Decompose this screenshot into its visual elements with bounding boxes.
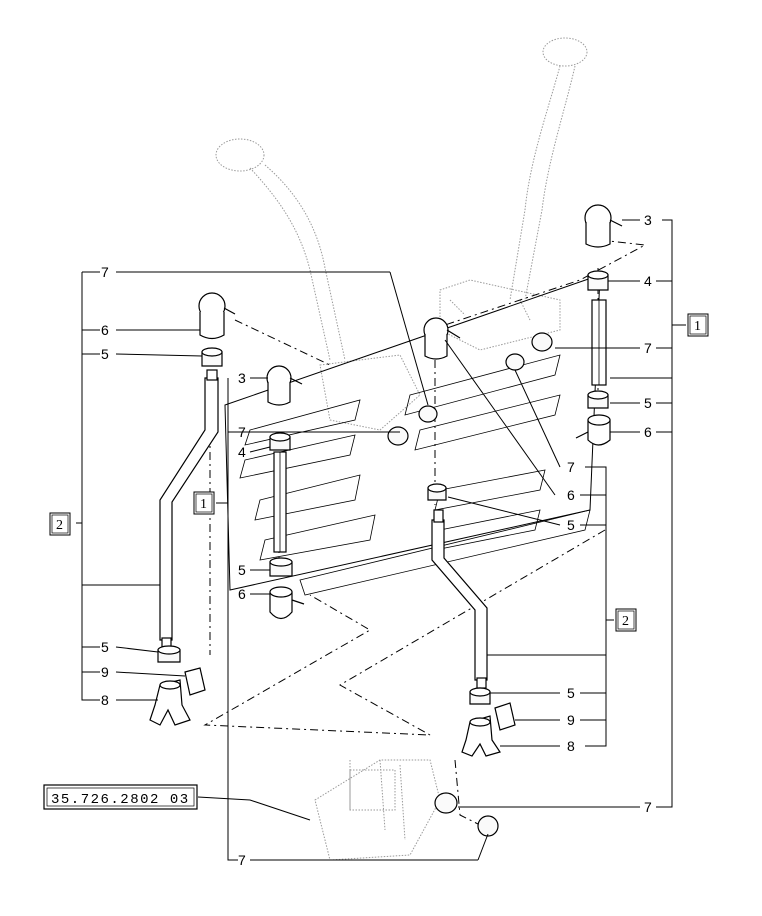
assembly-box-2-left: 2 [49, 512, 71, 536]
mid-clip [494, 702, 516, 731]
left-nut-bottom [157, 645, 181, 663]
callout-5-mid-top: 5 [567, 517, 575, 533]
callout-7-bottom: 7 [238, 852, 246, 868]
callout-7-right: 7 [644, 340, 652, 356]
right-nut-top [587, 270, 609, 291]
callout-5-right: 5 [644, 395, 652, 411]
callout-labels: 7 6 5 5 9 8 3 7 4 5 6 7 3 4 7 5 6 7 7 6 … [101, 212, 652, 868]
callout-7-lower-right: 7 [644, 799, 652, 815]
callout-5-mid-bottom: 5 [567, 685, 575, 701]
center-nut-top [269, 432, 291, 451]
callout-6-center: 6 [238, 586, 246, 602]
callout-3-center: 3 [238, 370, 246, 386]
assembly-box-1-center: 1 [193, 491, 215, 515]
callout-4-right: 4 [644, 273, 652, 289]
mid-ball-joint-top [423, 317, 461, 360]
drawing-reference-number: 35.726.2802 03 [51, 792, 190, 808]
svg-text:1: 1 [200, 497, 207, 512]
left-ball-joint-top [198, 292, 236, 340]
callout-7-left: 7 [101, 264, 109, 280]
assembly-ref-boxes: 2 1 1 2 [49, 313, 709, 632]
lower-bushings [434, 792, 499, 837]
callout-7-center: 7 [238, 424, 246, 440]
right-rod [591, 299, 607, 386]
callout-4-center: 4 [238, 444, 246, 460]
right-ball-joint-bottom [575, 414, 611, 446]
center-nut-bottom [269, 557, 293, 577]
right-ball-joint-top [584, 204, 623, 248]
left-nut-top [201, 347, 223, 367]
mid-rod [431, 509, 488, 689]
callout-5-left-top: 5 [101, 346, 109, 362]
svg-text:1: 1 [694, 319, 701, 334]
drawing-reference-box: 35.726.2802 03 [43, 784, 198, 810]
leader-lines [76, 219, 686, 861]
assembly-box-1-right: 1 [687, 313, 709, 337]
callout-9-mid: 9 [567, 712, 575, 728]
mid-clevis [461, 715, 501, 757]
callout-8-left: 8 [101, 692, 109, 708]
mid-nut-top [427, 483, 447, 501]
callout-9-left: 9 [101, 664, 109, 680]
svg-text:2: 2 [622, 614, 629, 629]
mid-nut-bottom [469, 687, 491, 705]
left-clevis [149, 679, 191, 726]
center-ball-joint-top [266, 365, 303, 406]
svg-text:2: 2 [56, 518, 63, 533]
callout-5-left-bottom: 5 [101, 639, 109, 655]
callout-7-mid: 7 [567, 459, 575, 475]
callout-6-right: 6 [644, 424, 652, 440]
callout-5-center: 5 [238, 562, 246, 578]
callout-6-mid: 6 [567, 487, 575, 503]
callout-3-right: 3 [644, 212, 652, 228]
assembly-box-2-right: 2 [615, 608, 637, 632]
right-nut-bottom [587, 390, 609, 409]
center-ball-joint-bottom [269, 586, 305, 620]
left-clip [184, 667, 206, 696]
center-rod [273, 451, 287, 553]
callout-8-mid: 8 [567, 738, 575, 754]
callout-6-left: 6 [101, 322, 109, 338]
